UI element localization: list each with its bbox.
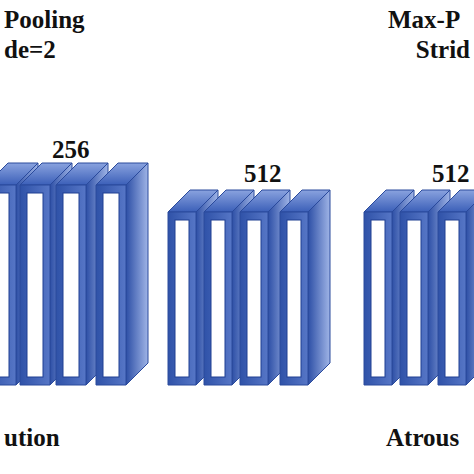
convolution-label: ution <box>4 424 60 452</box>
layer-slab-front <box>211 220 225 377</box>
layer-slab-front <box>287 220 301 377</box>
layer-slab-front <box>445 220 459 377</box>
layer-slab-front <box>103 193 119 377</box>
layer-slab-front <box>247 220 261 377</box>
layer-slab-face <box>438 212 466 385</box>
layer-slab-face <box>56 185 86 385</box>
layer-slab-face <box>126 163 148 385</box>
layer-slab-face <box>204 212 232 385</box>
layer-slab-face <box>466 190 474 385</box>
layer-slab-face <box>20 185 50 385</box>
layer-slab-face <box>400 212 428 385</box>
pooling-label: Pooling <box>4 6 85 34</box>
channel-count: 512 <box>244 160 282 188</box>
layer-slab-face <box>308 190 330 385</box>
layer-slab-face <box>0 185 16 385</box>
layer-slab-front <box>175 220 189 377</box>
stride-label: de=2 <box>4 36 56 64</box>
layer-slab-face <box>240 212 268 385</box>
pooling-label: Max-P <box>388 6 460 34</box>
layer-slab-front <box>371 220 385 377</box>
layer-slab-face <box>168 212 196 385</box>
layer-slab-front <box>0 193 9 377</box>
atrous-label: Atrous <box>386 424 459 452</box>
stride-label: Strid <box>416 36 470 64</box>
layer-slab-front <box>63 193 79 377</box>
layer-slab-face <box>364 212 392 385</box>
channel-count: 256 <box>52 136 90 164</box>
layer-slab-face <box>280 212 308 385</box>
channel-count: 512 <box>432 160 470 188</box>
layer-slab-face <box>96 185 126 385</box>
layer-slab-front <box>407 220 421 377</box>
layer-slab-front <box>27 193 43 377</box>
